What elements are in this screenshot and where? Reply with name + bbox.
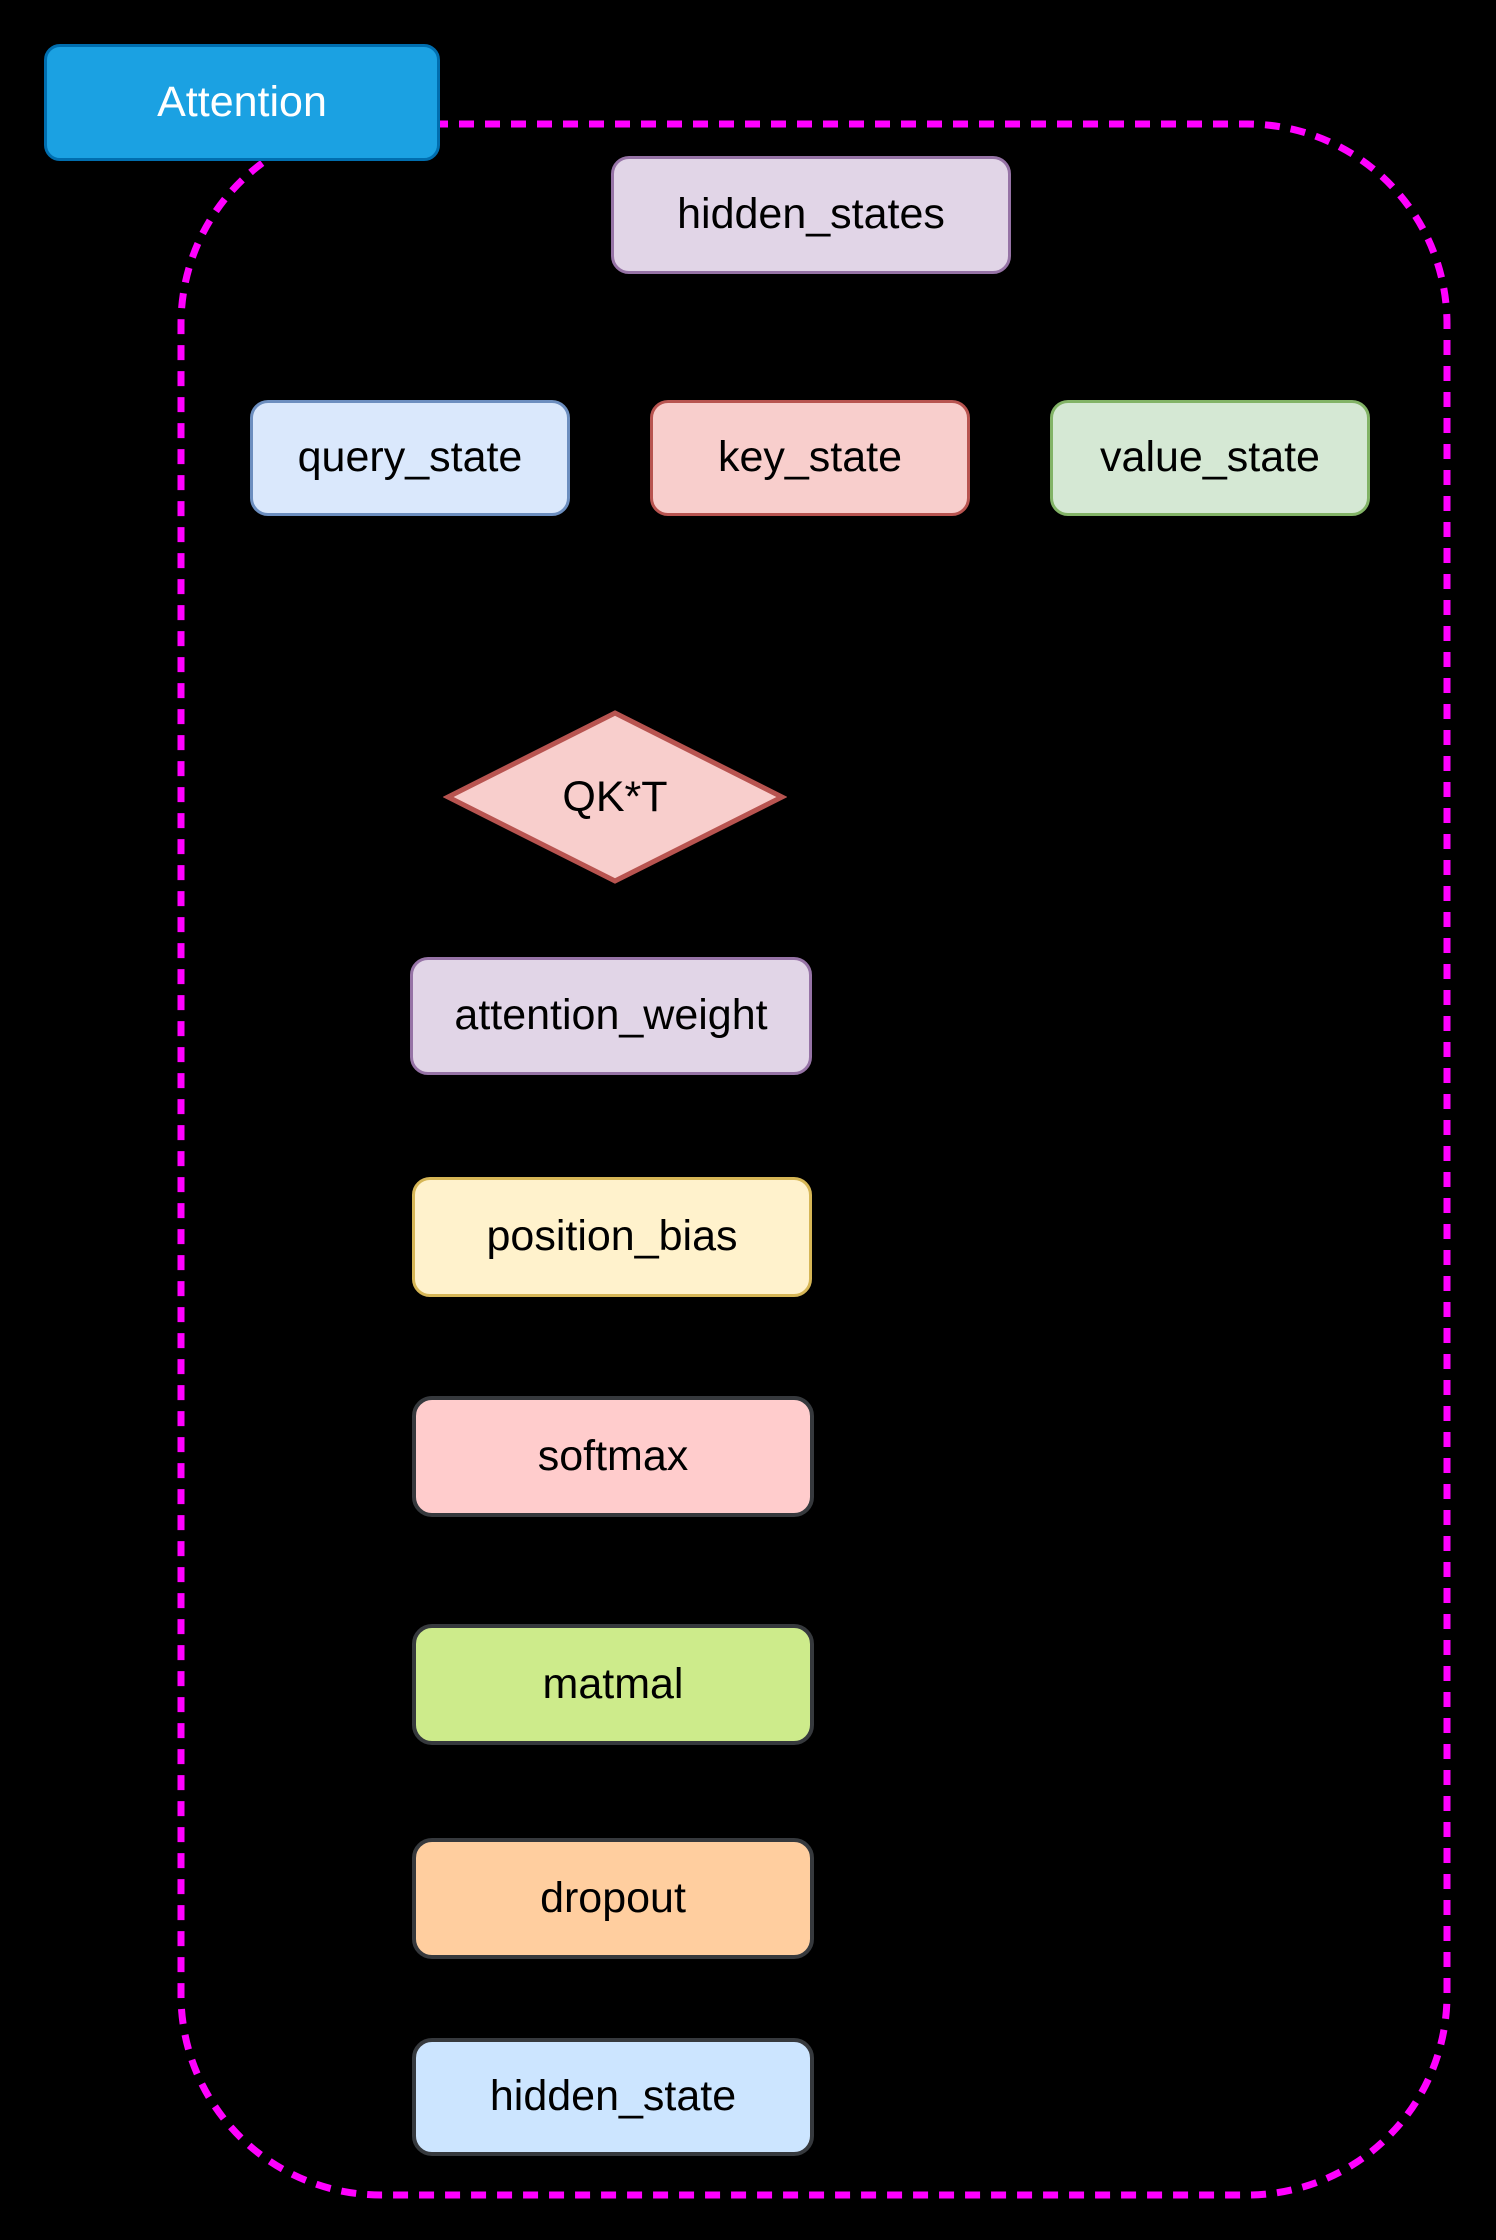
node-matmal: matmal: [412, 1624, 814, 1745]
node-softmax: softmax: [412, 1396, 814, 1517]
node-hidden-states: hidden_states: [611, 156, 1011, 274]
node-query-state: query_state: [250, 400, 570, 516]
node-key-state: key_state: [650, 400, 970, 516]
node-attention-title: Attention: [44, 44, 440, 161]
diamond-shape: [443, 710, 787, 884]
dashed-border: [177, 120, 1451, 2199]
node-attention-weight: attention_weight: [410, 957, 812, 1075]
node-value-state: value_state: [1050, 400, 1370, 516]
node-dropout: dropout: [412, 1838, 814, 1959]
node-position-bias: position_bias: [412, 1177, 812, 1297]
node-qkt: QK*T: [443, 709, 787, 885]
node-qkt-label: QK*T: [562, 772, 668, 821]
node-hidden-state: hidden_state: [412, 2038, 814, 2156]
